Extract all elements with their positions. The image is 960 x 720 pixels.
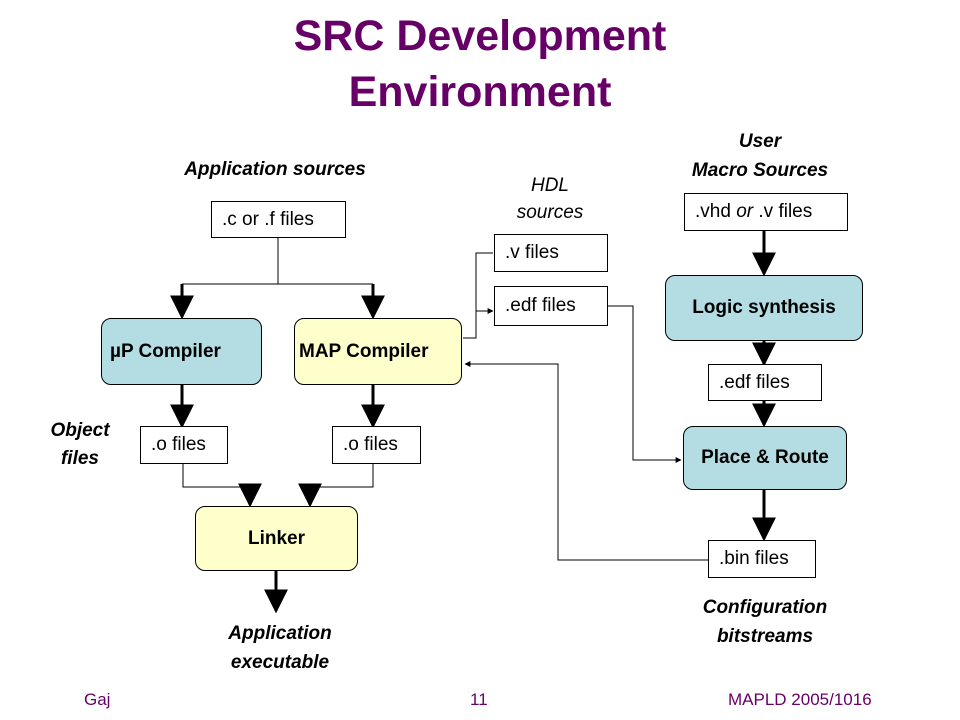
vhd-label-part1: .vhd: [695, 201, 737, 222]
logic-synthesis-label: Logic synthesis: [692, 297, 836, 318]
o-files-up-label: .o files: [151, 434, 206, 455]
bin-files-box: .bin files: [708, 540, 816, 578]
logic-synthesis-box: Logic synthesis: [665, 275, 863, 341]
label-user-line1: User: [738, 131, 782, 152]
label-hdl-line2: sources: [516, 202, 584, 223]
edf-files-hdl-label: .edf files: [505, 295, 576, 316]
label-user-line2: Macro Sources: [691, 160, 829, 181]
connector-bin-to-map: [464, 361, 708, 561]
label-object-line2: files: [60, 448, 100, 469]
v-files-box: .v files: [494, 234, 608, 272]
connector-edf-to-pr: [608, 305, 682, 463]
label-object-line1: Object: [50, 420, 110, 441]
edf-files-hdl-box: .edf files: [494, 286, 608, 326]
label-application-sources: Application sources: [184, 159, 366, 180]
c-files-label: .c or .f files: [222, 208, 314, 230]
linker-box: Linker: [195, 506, 358, 571]
o-files-map-box: .o files: [332, 426, 421, 464]
linker-label: Linker: [247, 527, 306, 549]
label-config-line2: bitstreams: [716, 626, 814, 647]
label-app-exec-line1: Application: [228, 623, 332, 644]
mu-symbol: µ: [110, 340, 121, 362]
bin-files-label: .bin files: [719, 548, 789, 569]
footer-author: Gaj: [84, 690, 111, 709]
footer-conference: MAPLD 2005/1016: [728, 690, 872, 709]
map-compiler-label: MAP Compiler: [299, 341, 429, 362]
edf-files-synth-label: .edf files: [719, 371, 790, 393]
vhd-label-or: or: [736, 201, 754, 222]
o-files-up-box: .o files: [140, 426, 228, 464]
place-route-box: Place & Route: [683, 426, 847, 490]
o-files-map-label: .o files: [343, 434, 398, 455]
edf-files-synth-box: .edf files: [708, 364, 822, 401]
label-hdl-line1: HDL: [530, 175, 569, 196]
v-files-label: .v files: [505, 242, 559, 263]
label-config-line1: Configuration: [702, 597, 828, 618]
vhd-files-box: .vhd or .v files: [684, 193, 848, 231]
map-compiler-box: MAP Compiler: [294, 318, 462, 385]
place-route-label: Place & Route: [701, 447, 829, 468]
page-title-line1: SRC Development: [293, 12, 667, 60]
page-title-line2: Environment: [348, 68, 612, 116]
vhd-label-part2: .v files: [753, 201, 813, 222]
label-app-exec-line2: executable: [230, 652, 330, 673]
connector-map-to-hdl: [463, 252, 493, 339]
up-compiler-label: P Compiler: [120, 340, 221, 362]
connector-c-to-compilers: [182, 238, 373, 285]
connector-o-to-linker: [182, 464, 374, 488]
c-files-box: .c or .f files: [211, 201, 346, 238]
footer-page-number: 11: [470, 690, 488, 709]
